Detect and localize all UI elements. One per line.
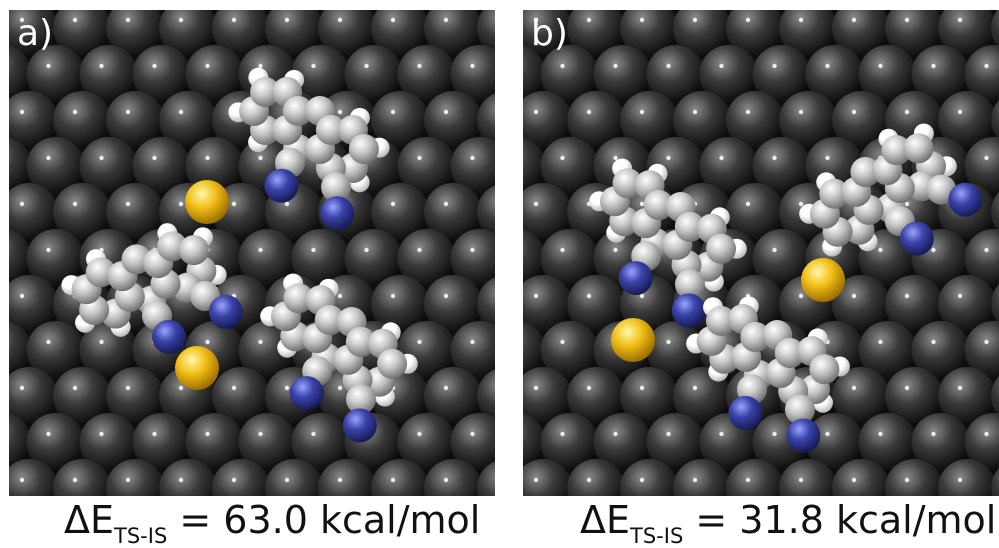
gold-adatom — [185, 180, 229, 224]
gold-adatom — [611, 318, 655, 362]
nitrogen-atom — [900, 221, 934, 255]
surface-atom-lattice — [523, 10, 999, 496]
nitrogen-atom — [290, 376, 324, 410]
caption-a-delta: ΔE — [64, 498, 114, 542]
panel-b-image: b) — [523, 10, 999, 496]
nitrogen-atom — [728, 396, 762, 430]
carbon-atom — [377, 349, 407, 379]
carbon-atom — [349, 134, 379, 164]
carbon-atom — [179, 235, 209, 265]
nitrogen-atom — [152, 320, 186, 354]
carbon-atom — [809, 354, 839, 384]
nitrogen-atom — [948, 183, 982, 217]
gold-adatom — [801, 258, 845, 302]
caption-a-subscript: TS-IS — [114, 524, 167, 548]
panel-b-label: b) — [531, 14, 568, 54]
nitrogen-atom — [320, 196, 354, 230]
panel-a-energy-caption: ΔETS-IS = 63.0 kcal/mol — [64, 498, 480, 544]
caption-b-subscript: TS-IS — [630, 524, 683, 548]
panel-a-molecular-model — [9, 10, 495, 496]
caption-b-delta: ΔE — [580, 498, 630, 542]
nitrogen-atom — [209, 295, 243, 329]
gold-adatom — [175, 346, 219, 390]
caption-a-value: = 63.0 kcal/mol — [167, 498, 480, 542]
panel-a-label: a) — [17, 14, 53, 54]
nitrogen-atom — [786, 418, 820, 452]
nitrogen-atom — [264, 169, 298, 203]
panel-a-image: a) — [9, 10, 495, 496]
carbon-atom — [903, 133, 933, 163]
panel-b-energy-caption: ΔETS-IS = 31.8 kcal/mol — [580, 498, 996, 544]
nitrogen-atom — [672, 293, 706, 327]
nitrogen-atom — [619, 261, 653, 295]
carbon-atom — [706, 234, 736, 264]
caption-b-value: = 31.8 kcal/mol — [683, 498, 996, 542]
panel-b-molecular-model — [523, 10, 999, 496]
nitrogen-atom — [343, 408, 377, 442]
